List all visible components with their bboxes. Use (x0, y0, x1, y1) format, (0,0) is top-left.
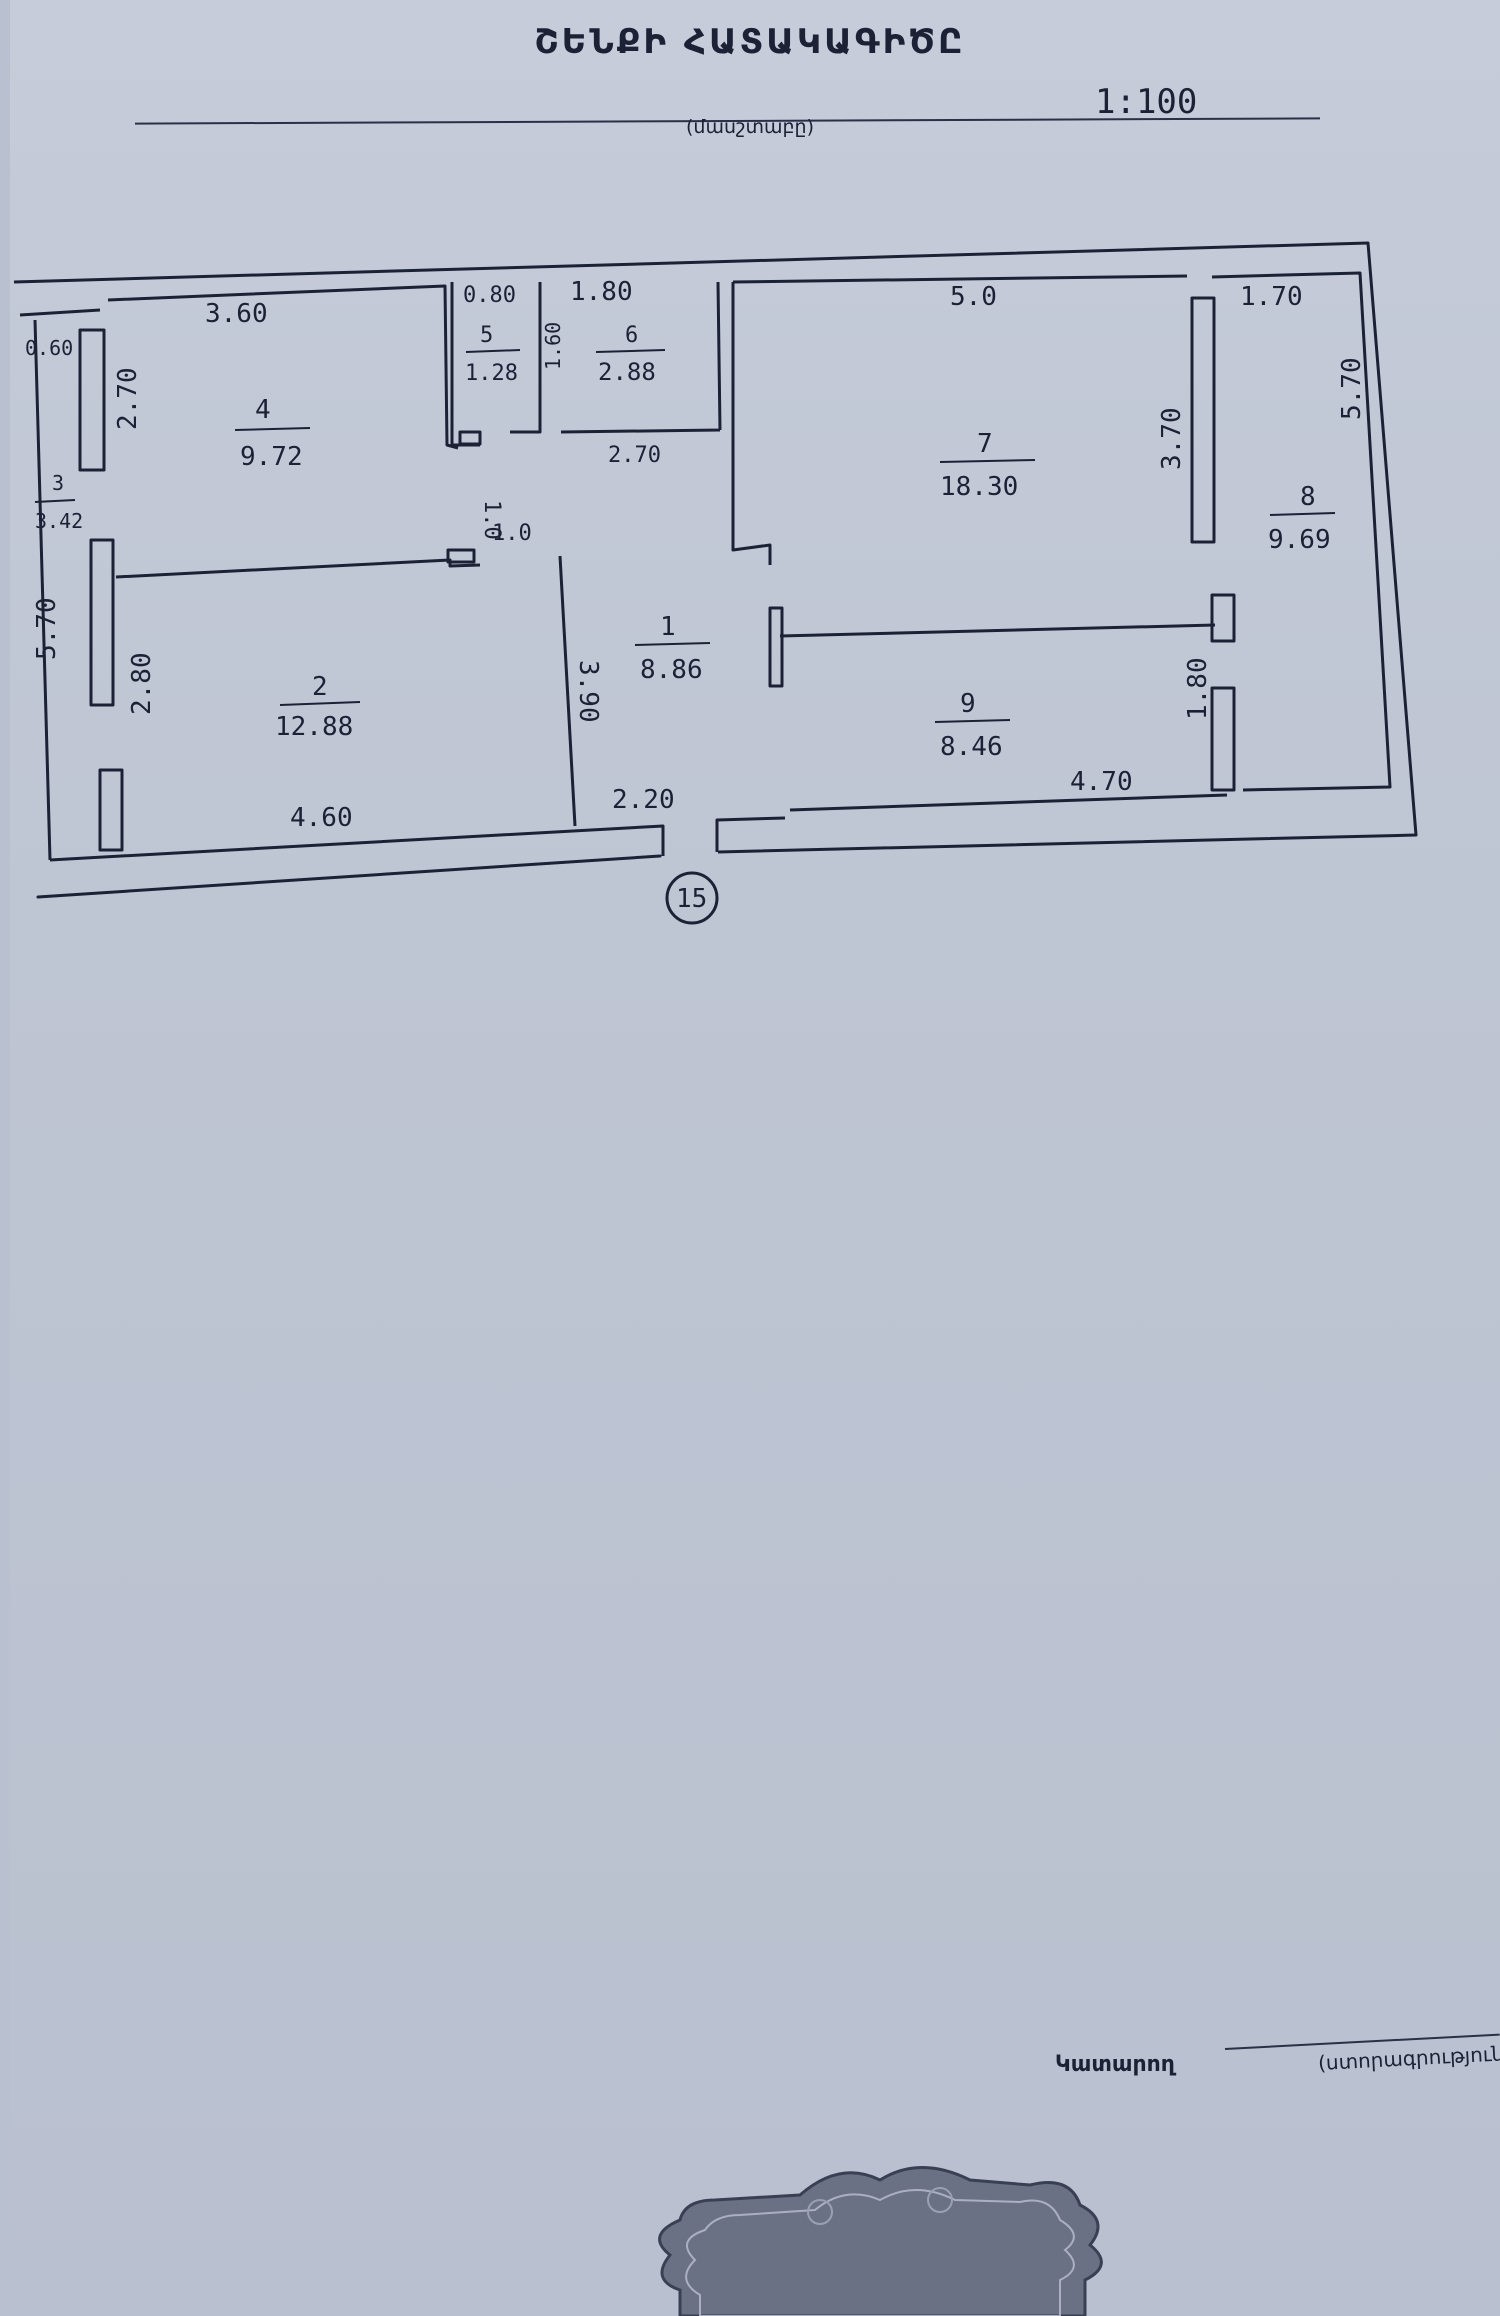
wall-bottom-right (715, 816, 786, 852)
dim: 2.70 (113, 367, 143, 430)
wall-room8 (1211, 271, 1392, 792)
dim: 1.60 (541, 322, 565, 370)
outer-wall (13, 241, 1418, 899)
room-area: 9.69 (1268, 525, 1331, 555)
window (98, 768, 124, 852)
dim: 4.70 (1070, 767, 1133, 797)
wall-room6 (560, 281, 722, 434)
room-1-label: 1 8.86 (634, 612, 711, 685)
room-2-label: 2 12.88 (275, 672, 361, 742)
room-number: 7 (977, 429, 993, 459)
wall-left-inner (33, 319, 52, 861)
room-number: 8 (1300, 482, 1316, 512)
room-number: 4 (255, 395, 271, 425)
wall-middle-right (779, 623, 1216, 638)
room-8-label: 8 9.69 (1268, 482, 1336, 555)
dim: 2.20 (612, 785, 675, 815)
wall-room2-top (115, 558, 481, 579)
room-number: 6 (625, 323, 638, 348)
room-area: 9.72 (240, 442, 303, 472)
wall-room7-left (731, 282, 772, 565)
wall-room7-top (732, 274, 1188, 284)
dim: 3.70 (1157, 407, 1187, 470)
scale-caption: (մասշտաբը) (686, 116, 814, 138)
room-area: 2.88 (598, 358, 656, 386)
dim: 3.60 (205, 299, 268, 329)
dim: 1.0 (479, 500, 504, 540)
dim: 0.80 (463, 283, 516, 308)
window (768, 606, 784, 688)
dim: 5.70 (1337, 357, 1367, 420)
entrance-number: 15 (676, 884, 707, 914)
dim: 5.70 (32, 597, 62, 660)
scale-value: 1:100 (1095, 82, 1198, 122)
room-3-label: 3 3.42 (34, 471, 83, 533)
window (1210, 593, 1236, 643)
room-area: 12.88 (275, 712, 353, 742)
window (1190, 296, 1216, 544)
entrance-marker (665, 871, 719, 925)
room-5-label: 5 1.28 (465, 323, 521, 386)
wall-room9-bottom (789, 793, 1228, 812)
room-number: 1 (660, 612, 676, 642)
window (89, 538, 115, 707)
room-area: 3.42 (35, 509, 83, 533)
dim: 1.70 (1240, 282, 1303, 312)
dim: 0.60 (25, 336, 73, 360)
dim: 2.80 (127, 652, 157, 715)
dim: 1.80 (1183, 657, 1213, 720)
wall-bottom-left (49, 824, 665, 862)
floor-plan: 3.60 0.60 2.70 0.80 1.80 1.60 2.70 1.0 1… (13, 241, 1418, 925)
room-number: 2 (312, 672, 328, 702)
document-sheet (10, 0, 1500, 2316)
room-area: 18.30 (940, 472, 1018, 502)
room-area: 1.28 (465, 361, 518, 386)
room-6-label: 6 2.88 (595, 323, 666, 386)
wall-corridor-right (558, 555, 577, 827)
room-number: 3 (52, 471, 64, 495)
stamp-emblem (658, 2166, 1103, 2316)
room-area: 8.46 (940, 732, 1003, 762)
window (78, 328, 106, 472)
room-number: 9 (960, 689, 976, 719)
room-4-label: 4 9.72 (234, 395, 311, 472)
room-9-label: 9 8.46 (934, 689, 1011, 762)
signer-label: Կատարող (1055, 2052, 1175, 2077)
page-title: ՇԵՆՔԻ ՀԱՏԱԿԱԳԻԾԸ (534, 22, 966, 62)
dim: 1.80 (570, 277, 633, 307)
room-area: 8.86 (640, 655, 703, 685)
dim: 1.0 (492, 521, 532, 546)
dim: 3.90 (573, 660, 603, 723)
dim: 4.60 (290, 803, 353, 833)
window (1210, 686, 1236, 792)
room-7-label: 7 18.30 (939, 429, 1036, 502)
window (446, 548, 476, 564)
dim: 5.0 (950, 282, 997, 312)
window (458, 430, 482, 446)
dim: 2.70 (608, 443, 661, 468)
room-number: 5 (480, 323, 493, 348)
